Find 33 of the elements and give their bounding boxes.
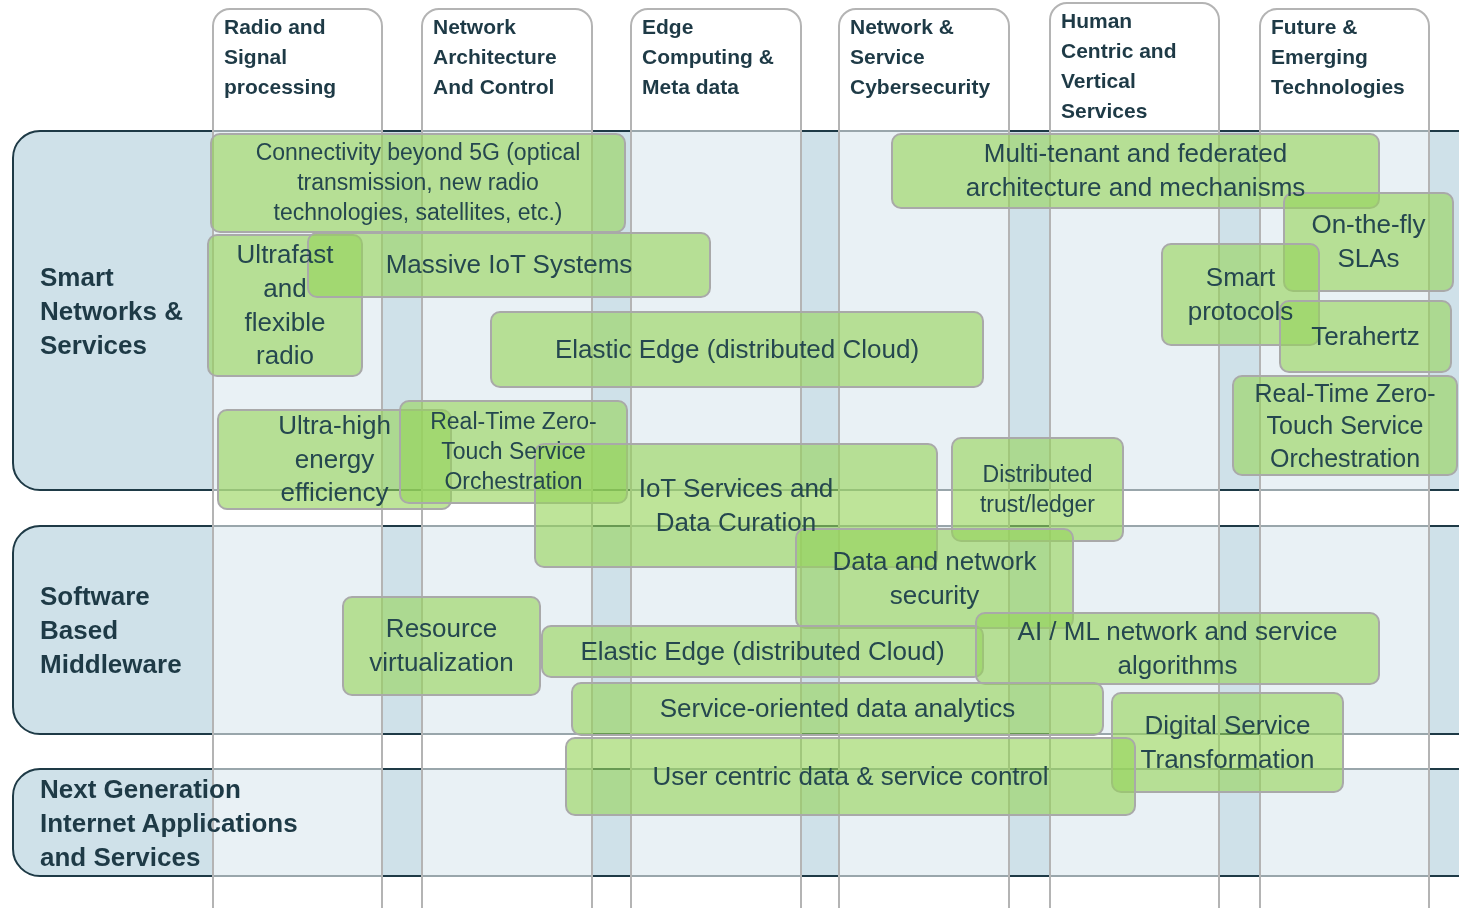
column-heading: Future & Emerging Technologies [1271, 14, 1406, 100]
topic-label: User centric data & service control [651, 759, 1050, 793]
topic-label: Multi-tenant and federated architecture and mechanisms [964, 137, 1307, 204]
topic-label: Digital Service Transformation [1139, 708, 1316, 776]
topic-label: Smart protocols [1186, 260, 1295, 328]
topic-box [207, 234, 363, 377]
row-band [12, 768, 1459, 877]
row-label: Software Based Middleware [40, 580, 183, 681]
topic-box [399, 400, 628, 504]
topic-label: Connectivity beyond 5G (optical transmission, new radio technologies, satellites, etc.) [254, 138, 582, 227]
topic-label: Distributed trust/ledger [978, 459, 1097, 519]
topic-label: Elastic Edge (distributed Cloud) [579, 634, 946, 668]
topic-label: On-the-fly SLAs [1310, 208, 1427, 275]
topic-box [951, 437, 1124, 542]
topic-label: Elastic Edge (distributed Cloud) [553, 332, 921, 366]
column-heading: Radio and Signal processing [224, 14, 338, 100]
row-label: Smart Networks & Services [40, 260, 185, 362]
topic-label: Data and network security [831, 544, 1038, 612]
topic-label: Service-oriented data analytics [658, 692, 1017, 726]
topic-label: Resource virtualization [368, 612, 515, 679]
topic-box [1111, 692, 1344, 793]
topic-label: Real-Time Zero-Touch Service Orchestration [1253, 377, 1437, 474]
row-label: Next Generation Internet Applications and Services [40, 772, 299, 874]
topic-label: Terahertz [1310, 319, 1421, 353]
column-heading: Edge Computing & Meta data [642, 14, 775, 100]
topic-label: IoT Services and Data Curation [637, 471, 835, 539]
column-heading: Human Centric and Vertical Services [1061, 8, 1178, 124]
topic-label: Ultra-high energy efficiency [277, 408, 392, 510]
topic-box [565, 737, 1136, 816]
column-heading: Network & Service Cybersecurity [850, 14, 992, 100]
topic-label: Real-Time Zero-Touch Service Orchestration [429, 407, 598, 496]
topic-label: Ultrafast and flexible radio [235, 237, 335, 373]
column-heading: Network Architecture And Control [433, 14, 558, 100]
